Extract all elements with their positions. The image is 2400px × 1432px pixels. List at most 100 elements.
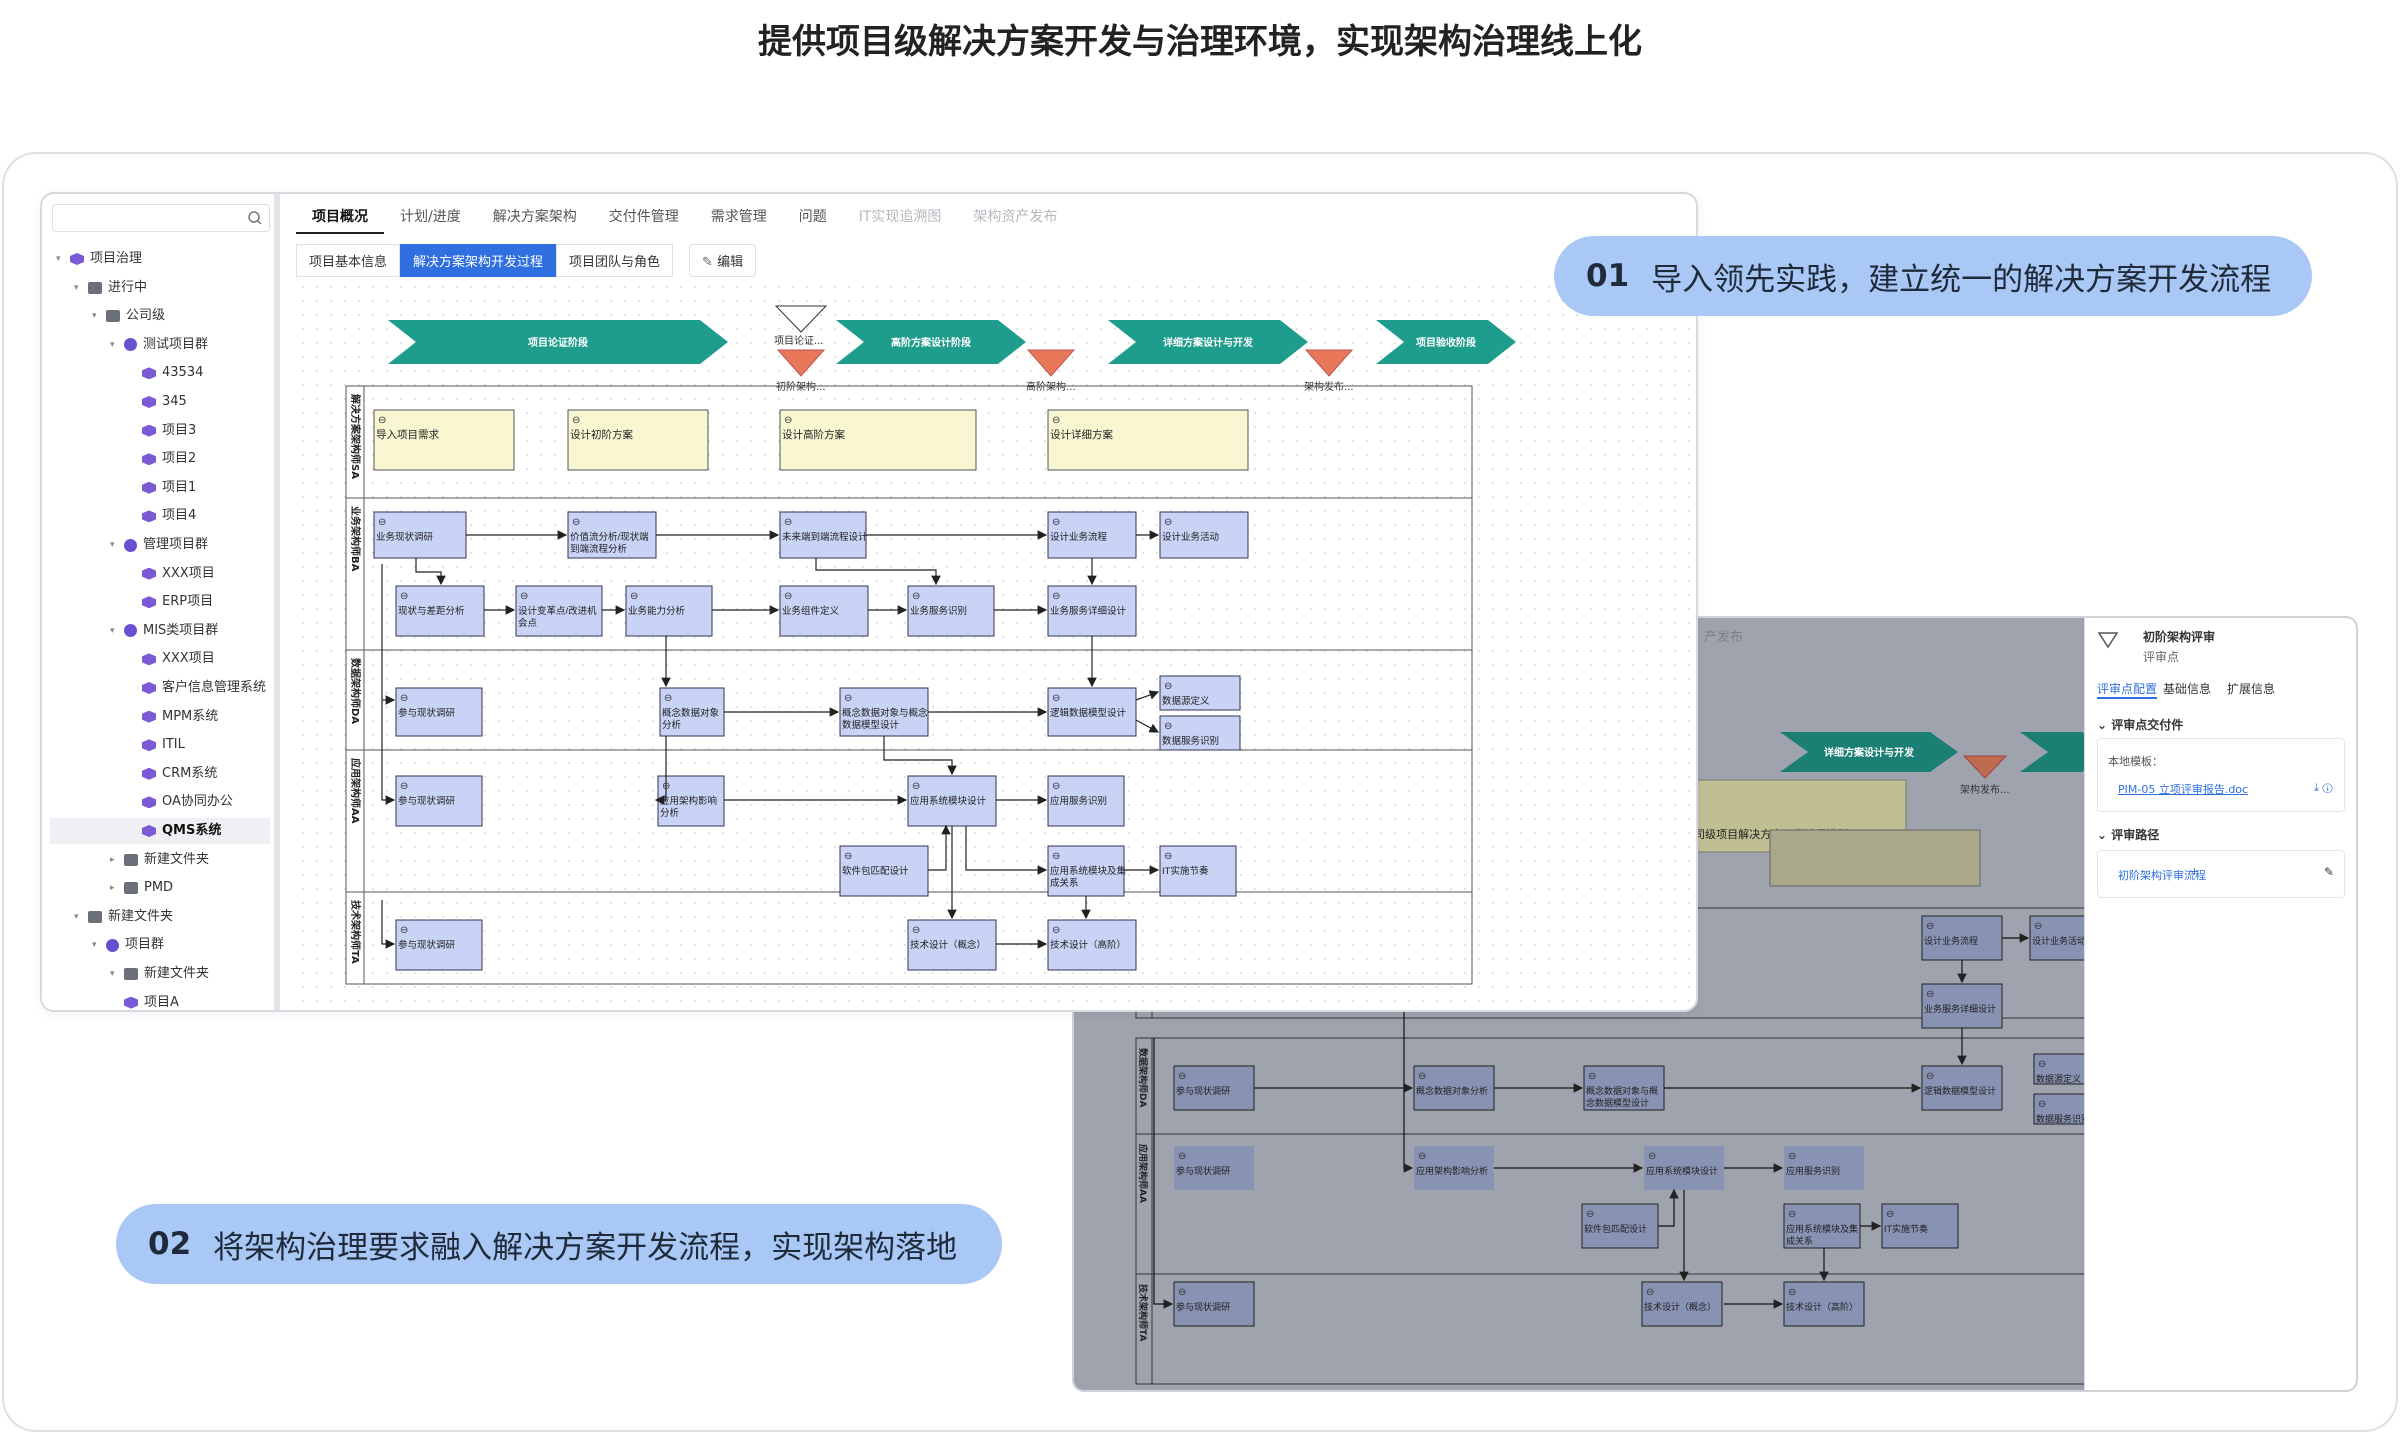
phase-shape[interactable] bbox=[2020, 732, 2088, 772]
tree-item[interactable]: XXX项目 bbox=[50, 646, 270, 672]
node-box[interactable] bbox=[1641, 1281, 1723, 1327]
tree-item[interactable]: XXX项目 bbox=[50, 561, 270, 587]
expand-arrow-icon[interactable]: ▾ bbox=[56, 254, 61, 264]
tree-item[interactable]: ERP项目 bbox=[50, 589, 270, 615]
tab-solution-arch[interactable]: 解决方案架构 bbox=[492, 209, 577, 225]
node-box[interactable] bbox=[1414, 1146, 1494, 1190]
add-flow-icon[interactable]: + bbox=[2190, 865, 2200, 878]
tree-item[interactable]: 项目2 bbox=[50, 446, 270, 472]
node-box[interactable] bbox=[1881, 1203, 1959, 1249]
node-box[interactable] bbox=[1047, 585, 1137, 637]
node-box[interactable] bbox=[1173, 1065, 1255, 1111]
tree-item[interactable]: ▸新建文件夹 bbox=[50, 847, 270, 873]
tab-asset-publish[interactable]: 架构资产发布 bbox=[973, 209, 1058, 225]
gate-shape[interactable] bbox=[1962, 755, 2008, 779]
node-box[interactable] bbox=[2033, 1093, 2088, 1125]
node-box[interactable] bbox=[395, 687, 483, 737]
tree-item[interactable]: MPM系统 bbox=[50, 704, 270, 730]
node-box[interactable] bbox=[1159, 675, 1241, 711]
node-box[interactable] bbox=[1159, 715, 1241, 751]
node-box[interactable] bbox=[1174, 1146, 1254, 1190]
node-box[interactable] bbox=[1173, 1281, 1255, 1327]
tree-item[interactable]: ▾项目群 bbox=[50, 932, 270, 958]
gate-shape[interactable] bbox=[1304, 349, 1354, 377]
node-box[interactable] bbox=[779, 409, 977, 471]
tree-item[interactable]: ▾管理项目群 bbox=[50, 532, 270, 558]
node-box[interactable] bbox=[395, 919, 483, 971]
expand-arrow-icon[interactable]: ▾ bbox=[110, 540, 115, 550]
tree-item[interactable]: ▾项目治理 bbox=[50, 246, 270, 272]
phase-shape[interactable] bbox=[1780, 732, 1958, 772]
section-review-path[interactable]: ⌄ 评审路径 bbox=[2097, 828, 2160, 842]
expand-arrow-icon[interactable]: ▾ bbox=[110, 339, 115, 350]
download-icon[interactable]: ⤓ ⓘ bbox=[2314, 781, 2333, 794]
gate-shape[interactable] bbox=[776, 349, 826, 377]
node-box[interactable] bbox=[567, 409, 709, 471]
node-box[interactable] bbox=[1921, 983, 2003, 1029]
tab-plan[interactable]: 计划/进度 bbox=[400, 209, 461, 225]
phase-shape[interactable] bbox=[1108, 320, 1308, 364]
tree-search-input[interactable] bbox=[52, 204, 270, 232]
panel-tab-config[interactable]: 评审点配置 bbox=[2097, 680, 2158, 699]
node-box[interactable] bbox=[1921, 1065, 2003, 1111]
tree-item[interactable]: 项目A bbox=[50, 990, 270, 1010]
gate-shape[interactable] bbox=[774, 305, 828, 333]
node-box[interactable] bbox=[567, 511, 657, 559]
subtab-basic-info[interactable]: 项目基本信息 bbox=[296, 244, 401, 277]
node-box[interactable] bbox=[373, 409, 515, 471]
node-box[interactable] bbox=[2029, 915, 2088, 961]
node-box[interactable] bbox=[395, 775, 483, 827]
phase-shape[interactable] bbox=[388, 320, 728, 364]
phase-shape[interactable] bbox=[836, 320, 1026, 364]
edit-button[interactable]: ✎ 编辑 bbox=[689, 244, 757, 277]
tree-item[interactable]: 43534 bbox=[50, 360, 270, 386]
node-box[interactable] bbox=[1644, 1146, 1724, 1190]
node-box[interactable] bbox=[1047, 775, 1125, 827]
tab-overview[interactable]: 项目概况 bbox=[296, 194, 384, 234]
expand-arrow-icon[interactable]: ▾ bbox=[74, 911, 79, 922]
node-box[interactable] bbox=[907, 585, 995, 637]
node-box[interactable] bbox=[1047, 845, 1125, 897]
node-box[interactable] bbox=[659, 687, 725, 737]
tab-it-trace[interactable]: IT实现追溯图 bbox=[858, 209, 942, 225]
node-box[interactable] bbox=[1047, 511, 1137, 559]
tree-item[interactable]: ▾新建文件夹 bbox=[50, 904, 270, 930]
expand-arrow-icon[interactable]: ▾ bbox=[110, 625, 115, 636]
expand-arrow-icon[interactable]: ▾ bbox=[74, 282, 79, 293]
node-box[interactable] bbox=[779, 585, 869, 637]
panel-tab-basic[interactable]: 基础信息 bbox=[2163, 682, 2212, 696]
tree-item[interactable]: 项目3 bbox=[50, 418, 270, 444]
node-box[interactable] bbox=[907, 775, 997, 827]
tree-item[interactable]: 345 bbox=[50, 389, 270, 415]
tab-requirements[interactable]: 需求管理 bbox=[710, 209, 767, 225]
expand-arrow-icon[interactable]: ▸ bbox=[110, 854, 115, 865]
tree-item[interactable]: QMS系统 bbox=[50, 818, 270, 844]
tree-item[interactable]: 项目1 bbox=[50, 475, 270, 501]
node-box[interactable] bbox=[1159, 511, 1249, 559]
tab-deliverables[interactable]: 交付件管理 bbox=[608, 209, 679, 225]
template-file-link[interactable]: PIM-05 立项评审报告.doc bbox=[2118, 783, 2249, 796]
node-box[interactable] bbox=[2033, 1053, 2088, 1085]
node-box[interactable] bbox=[1583, 1065, 1665, 1111]
subtab-dev-process[interactable]: 解决方案架构开发过程 bbox=[400, 244, 557, 277]
tree-item[interactable]: ▸PMD bbox=[50, 875, 270, 901]
tab-issues[interactable]: 问题 bbox=[798, 209, 827, 225]
expand-arrow-icon[interactable]: ▾ bbox=[92, 311, 97, 322]
node-box[interactable] bbox=[907, 919, 997, 971]
node-box[interactable] bbox=[1784, 1146, 1864, 1190]
tree-item[interactable]: ▾MIS类项目群 bbox=[50, 618, 270, 644]
section-deliverables[interactable]: ⌄ 评审点交付件 bbox=[2097, 718, 2184, 732]
node-box[interactable] bbox=[1159, 845, 1237, 897]
node-box[interactable] bbox=[1581, 1203, 1659, 1249]
tree-item[interactable]: CRM系统 bbox=[50, 761, 270, 787]
expand-arrow-icon[interactable]: ▾ bbox=[110, 969, 115, 979]
phase-shape[interactable] bbox=[1376, 320, 1516, 364]
expand-arrow-icon[interactable]: ▾ bbox=[92, 940, 97, 951]
node-box[interactable] bbox=[839, 845, 929, 897]
node-box[interactable] bbox=[1047, 919, 1137, 971]
tree-item[interactable]: ITIL bbox=[50, 732, 270, 758]
expand-arrow-icon[interactable]: ▸ bbox=[110, 883, 115, 894]
node-box[interactable] bbox=[1047, 409, 1249, 471]
tree-item[interactable]: ▾新建文件夹 bbox=[50, 961, 270, 987]
tree-item[interactable]: 客户信息管理系统 bbox=[50, 675, 270, 701]
